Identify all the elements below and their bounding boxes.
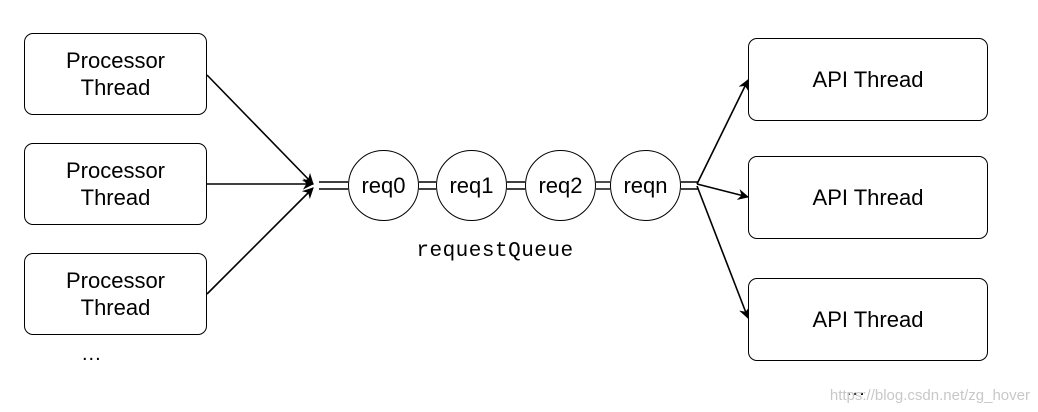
- queue-node-req1: req1: [436, 150, 507, 221]
- api-threads-ellipsis: ...: [846, 378, 866, 400]
- queue-node-reqn: reqn: [610, 150, 681, 221]
- api-thread-label: API Thread: [812, 185, 924, 210]
- processor-thread-label: Processor Thread: [65, 268, 166, 320]
- arrow-api-1: [696, 78, 749, 185]
- processor-thread-box-1: Processor Thread: [24, 33, 207, 115]
- processors-ellipsis: ...: [82, 343, 102, 365]
- queue-label: requestQueue: [416, 240, 574, 263]
- arrow-api-3: [696, 185, 750, 320]
- arrow-api-2: [696, 183, 750, 200]
- api-thread-label: API Thread: [812, 67, 924, 92]
- api-thread-box-3: API Thread: [748, 278, 988, 361]
- queue-node-req2: req2: [525, 150, 596, 221]
- processor-thread-label: Processor Thread: [65, 48, 166, 100]
- arrow-processor-3: [206, 187, 314, 295]
- api-thread-box-1: API Thread: [748, 38, 988, 121]
- api-thread-label: API Thread: [812, 307, 924, 332]
- processor-thread-label: Processor Thread: [65, 158, 166, 210]
- watermark: https://blog.csdn.net/zg_hover: [829, 387, 1030, 404]
- processor-thread-box-3: Processor Thread: [24, 253, 207, 335]
- processor-thread-box-2: Processor Thread: [24, 143, 207, 225]
- queue-node-req0: req0: [348, 150, 419, 221]
- queue-links: [319, 181, 698, 190]
- api-thread-box-2: API Thread: [748, 156, 988, 239]
- arrow-processor-1: [206, 74, 314, 185]
